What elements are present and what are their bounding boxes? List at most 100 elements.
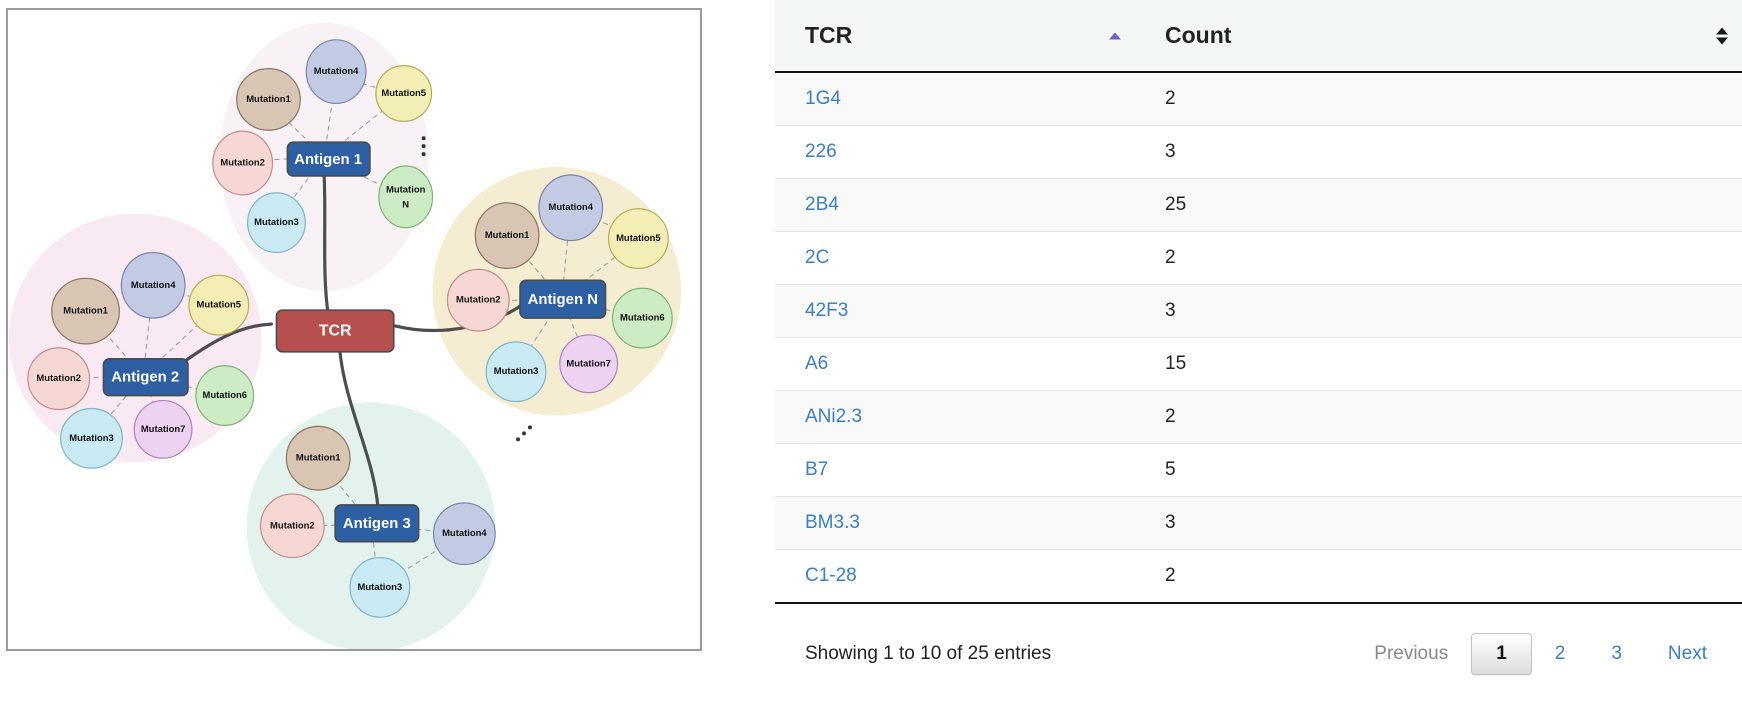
mutation-label: Mutation2: [270, 520, 315, 531]
mutation-node[interactable]: [285, 425, 351, 491]
pagination-page-1[interactable]: 1: [1471, 632, 1532, 676]
cell-count: 2: [1135, 72, 1742, 126]
mutation-node[interactable]: [378, 165, 434, 229]
mutation-label: Mutation4: [131, 280, 176, 291]
mutation-node[interactable]: [259, 493, 325, 559]
mutation-label: Mutation6: [620, 313, 665, 324]
tcr-link[interactable]: 42F3: [805, 300, 849, 321]
vertical-ellipsis-icon: [421, 152, 426, 157]
tcr-link[interactable]: ANi2.3: [805, 406, 863, 427]
pagination-controls[interactable]: Previous 1 2 3 Next: [1351, 632, 1730, 676]
cell-tcr[interactable]: 2C: [775, 231, 1135, 285]
mutation-node[interactable]: [611, 287, 673, 349]
antigen-node-1[interactable]: [286, 141, 371, 177]
sort-ascending-icon: [1109, 32, 1121, 39]
tcr-link[interactable]: 1G4: [805, 88, 841, 109]
cluster-antigen-2[interactable]: Mutation1 Mutation4 Mutation5 Mutation2 …: [27, 251, 255, 469]
tcr-center-node[interactable]: [275, 309, 395, 353]
table-row[interactable]: 226 3: [775, 125, 1742, 179]
mutation-node[interactable]: [120, 251, 186, 319]
network-diagram-panel[interactable]: Mutation1 Mutation4 Mutation5 Mutation2 …: [6, 8, 702, 651]
mutation-node[interactable]: [236, 68, 301, 131]
mutation-label: Mutation4: [442, 528, 487, 539]
mutation-node[interactable]: [538, 174, 604, 242]
column-header-tcr[interactable]: TCR: [775, 0, 1135, 73]
table-row[interactable]: 2B4 25: [775, 178, 1742, 232]
mutation-node[interactable]: [607, 208, 669, 269]
tcr-link[interactable]: A6: [805, 353, 829, 374]
tcr-link[interactable]: 2B4: [805, 194, 839, 215]
cell-count: 2: [1135, 390, 1742, 444]
mutation-node[interactable]: [432, 502, 496, 566]
tcr-link[interactable]: 2C: [805, 247, 830, 268]
vertical-ellipsis-icon: [421, 144, 426, 149]
tcr-link[interactable]: BM3.3: [805, 512, 860, 533]
pagination-next[interactable]: Next: [1667, 642, 1707, 664]
tcr-table-panel: TCR Count 1G4: [775, 0, 1742, 725]
cell-tcr[interactable]: BM3.3: [775, 496, 1135, 550]
table-row[interactable]: BM3.3 3: [775, 496, 1742, 550]
cell-tcr[interactable]: 1G4: [775, 72, 1135, 126]
tcr-antigen-network-svg[interactable]: Mutation1 Mutation4 Mutation5 Mutation2 …: [8, 10, 700, 649]
pagination-page-2[interactable]: 2: [1554, 642, 1566, 664]
cell-tcr[interactable]: A6: [775, 337, 1135, 391]
cell-count: 25: [1135, 178, 1742, 232]
mutation-node[interactable]: [51, 277, 120, 345]
mutation-label: Mutation5: [381, 88, 426, 99]
mutation-label: Mutation2: [456, 295, 501, 306]
vertical-ellipsis-icon: [421, 136, 426, 141]
mutation-node[interactable]: [446, 268, 510, 332]
mutation-node[interactable]: [474, 202, 540, 269]
table-row[interactable]: 1G4 2: [775, 72, 1742, 126]
cell-tcr[interactable]: ANi2.3: [775, 390, 1135, 444]
mutation-label: Mutation4: [314, 66, 359, 77]
tcr-link[interactable]: C1-28: [805, 565, 857, 586]
mutation-node[interactable]: [559, 334, 619, 394]
table-row[interactable]: C1-28 2: [775, 549, 1742, 604]
triangle-up-icon: [1109, 32, 1121, 39]
mutation-label-line2: N: [402, 199, 409, 210]
mutation-node[interactable]: [195, 365, 255, 426]
tcr-link[interactable]: B7: [805, 459, 829, 480]
tcr-data-table: TCR Count 1G4: [775, 0, 1742, 604]
mutation-node[interactable]: [375, 65, 433, 122]
pagination-page-3[interactable]: 3: [1611, 642, 1622, 664]
cluster-antigen-1[interactable]: Mutation1 Mutation4 Mutation5 Mutation2 …: [212, 39, 434, 254]
mutation-node[interactable]: [485, 341, 547, 403]
table-row[interactable]: A6 15: [775, 337, 1742, 391]
antigen-node-2[interactable]: [102, 358, 189, 397]
mutation-node[interactable]: [188, 274, 250, 336]
mutation-node[interactable]: [305, 39, 367, 105]
mutation-node[interactable]: [349, 556, 411, 618]
cell-tcr[interactable]: 226: [775, 125, 1135, 179]
antigen-label: Antigen 1: [294, 152, 362, 168]
mutation-node[interactable]: [133, 399, 193, 459]
mutation-label: Mutation2: [220, 158, 265, 169]
cell-tcr[interactable]: 2B4: [775, 178, 1135, 232]
cell-tcr[interactable]: 42F3: [775, 284, 1135, 338]
mutation-node[interactable]: [212, 130, 274, 196]
cell-tcr[interactable]: B7: [775, 443, 1135, 497]
pagination-previous[interactable]: Previous: [1374, 642, 1449, 664]
mutation-label: Mutation3: [254, 217, 299, 228]
table-row[interactable]: 2C 2: [775, 231, 1742, 285]
table-row[interactable]: B7 5: [775, 443, 1742, 497]
sort-both-icon: [1716, 27, 1728, 44]
cell-count: 15: [1135, 337, 1742, 391]
mutation-label: Mutation1: [485, 230, 530, 241]
cluster-antigen-3[interactable]: Mutation1 Mutation2 Mutation4 Mutation3 …: [259, 425, 496, 618]
mutation-label: Mutation1: [296, 453, 341, 464]
antigen-node-3[interactable]: [334, 504, 420, 543]
mutation-node[interactable]: [247, 192, 306, 254]
column-header-count[interactable]: Count: [1135, 0, 1742, 73]
mutation-node[interactable]: [60, 407, 123, 469]
antigen-node-n[interactable]: [519, 279, 607, 319]
mutation-node[interactable]: [27, 347, 91, 411]
column-header-tcr-label: TCR: [805, 22, 853, 48]
cluster-antigen-n[interactable]: Mutation1 Mutation4 Mutation5 Mutation2 …: [446, 174, 673, 403]
tcr-link[interactable]: 226: [805, 141, 837, 162]
table-row[interactable]: 42F3 3: [775, 284, 1742, 338]
cell-tcr[interactable]: C1-28: [775, 549, 1135, 604]
mutation-label: Mutation4: [548, 202, 593, 213]
table-row[interactable]: ANi2.3 2: [775, 390, 1742, 444]
